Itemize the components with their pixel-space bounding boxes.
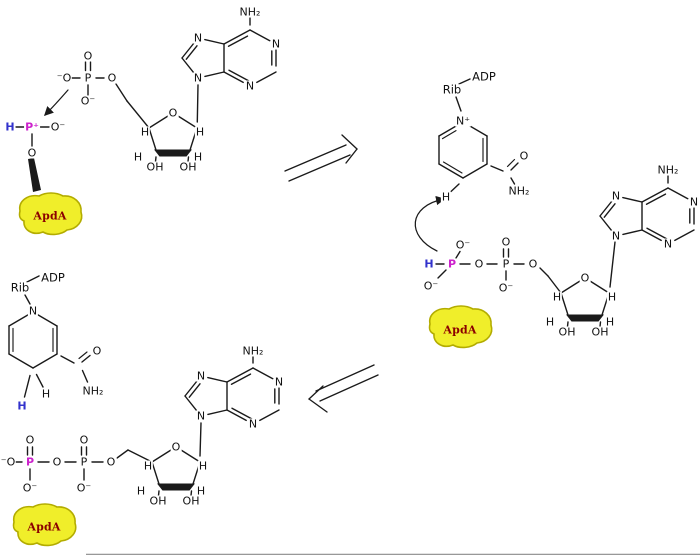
adenine-ring	[181, 17, 277, 84]
reaction-arrow-1	[284, 134, 358, 182]
curved-mechanism-arrow	[414, 195, 446, 252]
ribose-ring	[560, 280, 610, 328]
curved-mechanism-arrow	[44, 89, 69, 116]
structure-product-nadh-adp	[8, 275, 280, 547]
apda-enzyme-blob	[18, 192, 83, 236]
ribose-ring	[148, 115, 198, 163]
structure-nad-adp-phosphite	[414, 78, 695, 349]
apda-enzyme-blob	[12, 503, 77, 547]
enzyme-covalent-wedge-bond	[28, 158, 41, 192]
ribose-ring	[151, 449, 201, 497]
adenine-ring	[599, 175, 695, 242]
dihydronicotinamide-ring	[8, 314, 58, 369]
adenine-ring	[184, 355, 280, 422]
structure-apda-phosphite-amp	[15, 17, 277, 236]
apda-enzyme-blob	[428, 305, 493, 349]
reaction-arrow-2	[308, 364, 379, 413]
nicotinamide-ring	[438, 124, 488, 179]
